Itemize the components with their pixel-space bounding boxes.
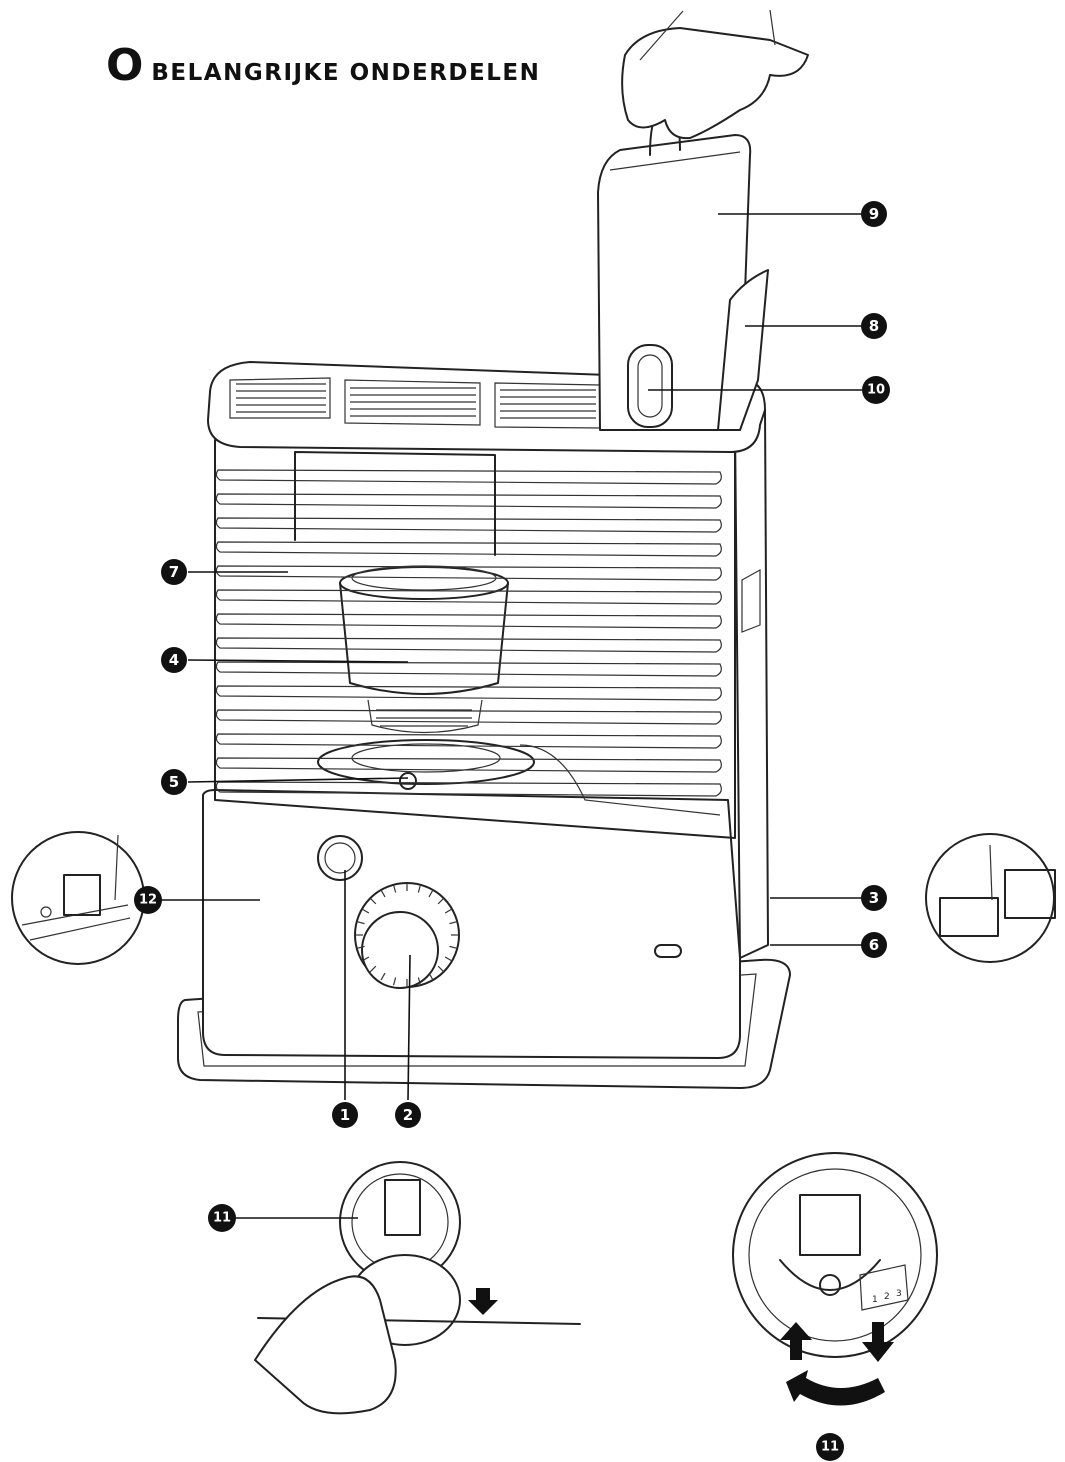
guard-grill xyxy=(215,469,722,797)
page-title: O BELANGRIJKE ONDERDELEN xyxy=(106,40,540,91)
heater-cabinet xyxy=(202,789,741,1059)
callout-3: 3 xyxy=(861,885,887,911)
guard-bar xyxy=(215,709,722,725)
hand-lifting-tank xyxy=(621,27,809,140)
guard-bar xyxy=(215,469,722,485)
svg-text:7: 7 xyxy=(169,563,179,581)
guard-bar xyxy=(215,517,722,533)
inset-left-detail xyxy=(11,831,145,965)
guard-bar xyxy=(215,757,722,773)
guard-bar xyxy=(215,565,722,581)
tank-gauge-window xyxy=(627,344,673,428)
guard-bar xyxy=(215,781,722,797)
arrow-down-icon xyxy=(862,1322,894,1362)
svg-text:5: 5 xyxy=(169,773,179,791)
svg-text:11: 11 xyxy=(213,1211,231,1226)
callout-1: 1 xyxy=(332,1102,358,1128)
svg-text:1: 1 xyxy=(340,1106,350,1124)
section-letter: O xyxy=(106,40,144,91)
leader-lines xyxy=(160,213,862,1219)
hand-turning-knob xyxy=(254,1275,397,1415)
guard-bar xyxy=(215,685,722,701)
wick-adjuster-illustration: 1 2 3 xyxy=(732,1152,938,1406)
section-title: BELANGRIJKE ONDERDELEN xyxy=(151,60,541,86)
callout-2: 2 xyxy=(395,1102,421,1128)
callout-8: 8 xyxy=(861,313,887,339)
callout-9: 9 xyxy=(861,201,887,227)
svg-text:2: 2 xyxy=(403,1106,413,1124)
wick-scale-2: 2 xyxy=(884,1292,890,1302)
carry-handle-slot xyxy=(654,944,682,958)
callout-10: 10 xyxy=(862,376,890,404)
guard-bar xyxy=(215,541,722,557)
guard-bar xyxy=(215,637,722,653)
svg-text:4: 4 xyxy=(169,651,179,669)
knob-removal-illustration xyxy=(254,1161,581,1415)
wick-scale-3: 3 xyxy=(896,1289,902,1299)
guard-bar xyxy=(215,493,722,509)
arrow-down-icon xyxy=(468,1288,498,1315)
callout-7: 7 xyxy=(161,559,187,585)
guard-bar xyxy=(215,661,722,677)
inset-right-detail xyxy=(925,833,1056,963)
callout-4: 4 xyxy=(161,647,187,673)
svg-text:6: 6 xyxy=(869,936,879,954)
heater-illustration xyxy=(177,361,791,1089)
fuel-tank xyxy=(597,134,752,431)
guard-bar xyxy=(215,733,722,749)
callout-11-bottom: 11 xyxy=(816,1433,844,1461)
callout-5: 5 xyxy=(161,769,187,795)
control-knob[interactable] xyxy=(354,882,460,989)
guard-bar xyxy=(215,613,722,629)
arrow-up-icon xyxy=(780,1322,812,1360)
wick-scale-1: 1 xyxy=(872,1295,878,1305)
svg-text:12: 12 xyxy=(139,893,157,908)
fuel-gauge-window xyxy=(317,835,363,881)
heater-side-panel xyxy=(734,409,769,959)
svg-text:8: 8 xyxy=(869,317,879,335)
fuel-tank-illustration xyxy=(597,9,809,431)
guard-bar xyxy=(215,589,722,605)
svg-text:9: 9 xyxy=(869,205,879,223)
svg-text:10: 10 xyxy=(867,383,885,398)
callout-6: 6 xyxy=(861,932,887,958)
svg-text:3: 3 xyxy=(869,889,879,907)
svg-text:11: 11 xyxy=(821,1440,839,1455)
callout-11-top: 11 xyxy=(208,1204,236,1232)
rotate-arrow-icon xyxy=(786,1370,885,1406)
combustion-chamber xyxy=(317,565,721,816)
heater-base-tray xyxy=(177,958,791,1089)
callout-12: 12 xyxy=(134,886,162,914)
